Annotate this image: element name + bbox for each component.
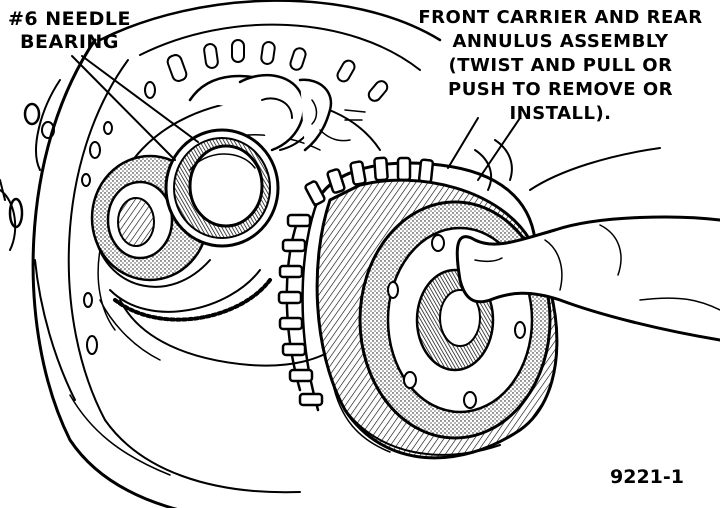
front-carrier-label: FRONT CARRIER AND REAR ANNULUS ASSEMBLY … [408,6,713,126]
right-hand [455,139,720,342]
front-carrier-assembly [277,156,559,460]
front-carrier-label-line-3: (TWIST AND PULL OR [448,55,673,76]
leader-lines [71,55,521,181]
figure-number: 9221-1 [610,466,684,488]
needle-bearing-label: #6 NEEDLE BEARING [8,8,131,54]
needle-bearing-label-line-1: #6 NEEDLE [8,8,131,30]
left-hand [188,74,366,152]
needle-bearing-label-line-2: BEARING [20,31,119,53]
front-carrier-label-line-4: PUSH TO REMOVE OR [448,79,673,100]
transmission-case [0,0,442,508]
front-carrier-label-line-5: INSTALL). [509,103,612,124]
needle-bearing [164,128,280,248]
front-carrier-label-line-2: ANNULUS ASSEMBLY [452,31,669,52]
front-carrier-label-line-1: FRONT CARRIER AND REAR [418,7,703,28]
reaction-gear [90,154,272,322]
